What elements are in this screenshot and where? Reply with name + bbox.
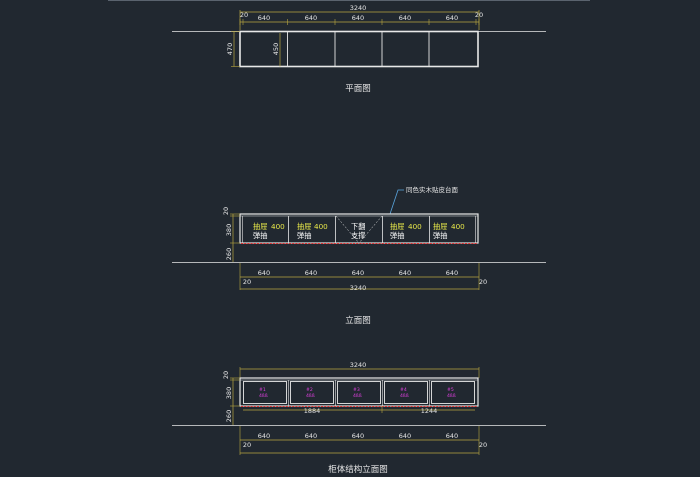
structure-height-top: 20	[222, 371, 230, 379]
elevation-panel-2-label: 抽屉	[297, 222, 311, 231]
elevation-panel-3-sub: 支撑	[351, 231, 365, 240]
structure-segment-2: 640	[305, 432, 317, 440]
elevation-panel-2-sub: 弹抽	[297, 231, 311, 240]
elevation-gap-right: 20	[479, 278, 487, 286]
elevation-segment-4: 640	[399, 269, 411, 277]
elevation-panel-1-size: 400	[271, 222, 285, 231]
structure-segment-1: 640	[258, 432, 270, 440]
structure-box-1-size: 4ßß	[259, 393, 268, 399]
elevation-panel-5-size: 400	[451, 222, 465, 231]
structure-gap-right: 20	[479, 441, 487, 449]
structure-box-4-size: 4ßß	[400, 393, 409, 399]
plan-depth-inner: 450	[272, 43, 280, 55]
elevation-total-width: 3240	[350, 284, 367, 292]
plan-view: 3240 20 20 640 640 640 640 640 470 450 平…	[172, 4, 546, 94]
elevation-panel-5-label: 抽屉	[433, 222, 447, 231]
plan-depth-outer: 470	[226, 43, 234, 55]
structure-box-3	[337, 381, 381, 404]
elevation-gap-left: 20	[243, 278, 251, 286]
structure-box-2-size: 4ßß	[306, 393, 315, 399]
structure-height-base: 260	[225, 410, 233, 422]
plan-segment-5: 640	[446, 14, 458, 22]
structure-segment-4: 640	[399, 432, 411, 440]
elevation-panel-1-sub: 弹抽	[253, 231, 267, 240]
elevation-segment-1: 640	[258, 269, 270, 277]
elevation-segment-2: 640	[305, 269, 317, 277]
elevation-panel-5-sub: 弹抽	[433, 231, 447, 240]
plan-segment-2: 640	[305, 14, 317, 22]
structure-box-3-id: #3	[353, 387, 360, 393]
structure-box-2	[290, 381, 334, 404]
plan-gap-left: 20	[240, 11, 248, 19]
elevation-segment-3: 640	[352, 269, 364, 277]
elevation-segment-5: 640	[446, 269, 458, 277]
elevation-panel-3-label: 下翻	[351, 222, 365, 231]
elevation-height-top: 20	[222, 207, 230, 215]
elevation-panel-1-label: 抽屉	[253, 222, 267, 231]
structure-box-5-size: 4ßß	[447, 393, 456, 399]
plan-total-width: 3240	[350, 4, 367, 12]
elevation-caption: 立面图	[345, 315, 371, 326]
structure-box-1	[243, 381, 287, 404]
structure-box-4-id: #4	[400, 387, 407, 393]
elevation-panel-4-sub: 弹抽	[390, 231, 404, 240]
plan-segment-3: 640	[352, 14, 364, 22]
structure-height-body: 380	[225, 387, 233, 399]
elevation-height-body: 380	[225, 224, 233, 236]
structure-split-left: 1884	[304, 407, 321, 415]
structure-split-right: 1244	[421, 407, 438, 415]
elevation-panel-4-size: 400	[408, 222, 422, 231]
plan-cabinet-outline	[239, 30, 479, 68]
plan-caption: 平面图	[345, 84, 371, 94]
structure-box-4	[384, 381, 428, 404]
structure-box-5-id: #5	[447, 387, 454, 393]
plan-segment-1: 640	[258, 14, 270, 22]
elevation-note: 同色实木贴皮台面	[406, 185, 459, 194]
elevation-height-base: 260	[225, 248, 233, 260]
elevation-panel-4-label: 抽屉	[390, 222, 404, 231]
structure-segment-5: 640	[446, 432, 458, 440]
structure-total-width: 3240	[350, 361, 367, 369]
structure-caption: 柜体结构立面图	[328, 464, 388, 475]
plan-segment-4: 640	[399, 14, 411, 22]
structure-box-5	[431, 381, 475, 404]
structure-box-3-size: 4ßß	[353, 393, 362, 399]
structure-box-2-id: #2	[306, 387, 313, 393]
elevation-note-leader	[389, 189, 404, 215]
plan-gap-right: 20	[475, 11, 483, 19]
structure-segment-3: 640	[352, 432, 364, 440]
elevation-view: 同色实木贴皮台面 抽屉 400 弹抽 抽屉 400 弹抽 下翻 支撑 抽屉 40…	[172, 185, 546, 326]
structure-cabinet-outline	[239, 377, 479, 407]
structure-box-1-id: #1	[259, 387, 266, 393]
elevation-panel-2-size: 400	[314, 222, 328, 231]
structure-view: 3240 #1 4ßß #2 4ßß #3 4ßß #4 4ßß #5 4ßß …	[172, 361, 546, 475]
structure-gap-left: 20	[243, 441, 251, 449]
